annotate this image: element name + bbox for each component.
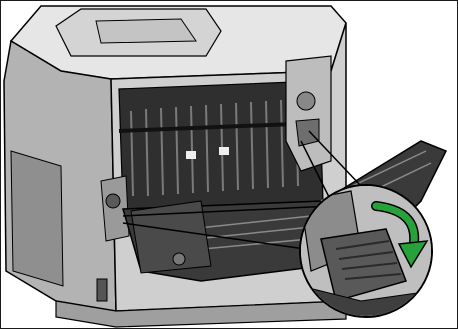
fuser-tab-right — [219, 147, 229, 155]
left-lever-pivot — [106, 194, 120, 208]
fuser-tab-left — [186, 151, 196, 159]
side-vent-panel — [11, 151, 63, 286]
right-lever — [296, 119, 319, 146]
tray-extension — [96, 19, 196, 43]
right-lever-pivot — [297, 92, 315, 110]
guide-knob — [173, 253, 185, 265]
right-bracket — [286, 56, 331, 171]
power-switch — [97, 279, 107, 301]
